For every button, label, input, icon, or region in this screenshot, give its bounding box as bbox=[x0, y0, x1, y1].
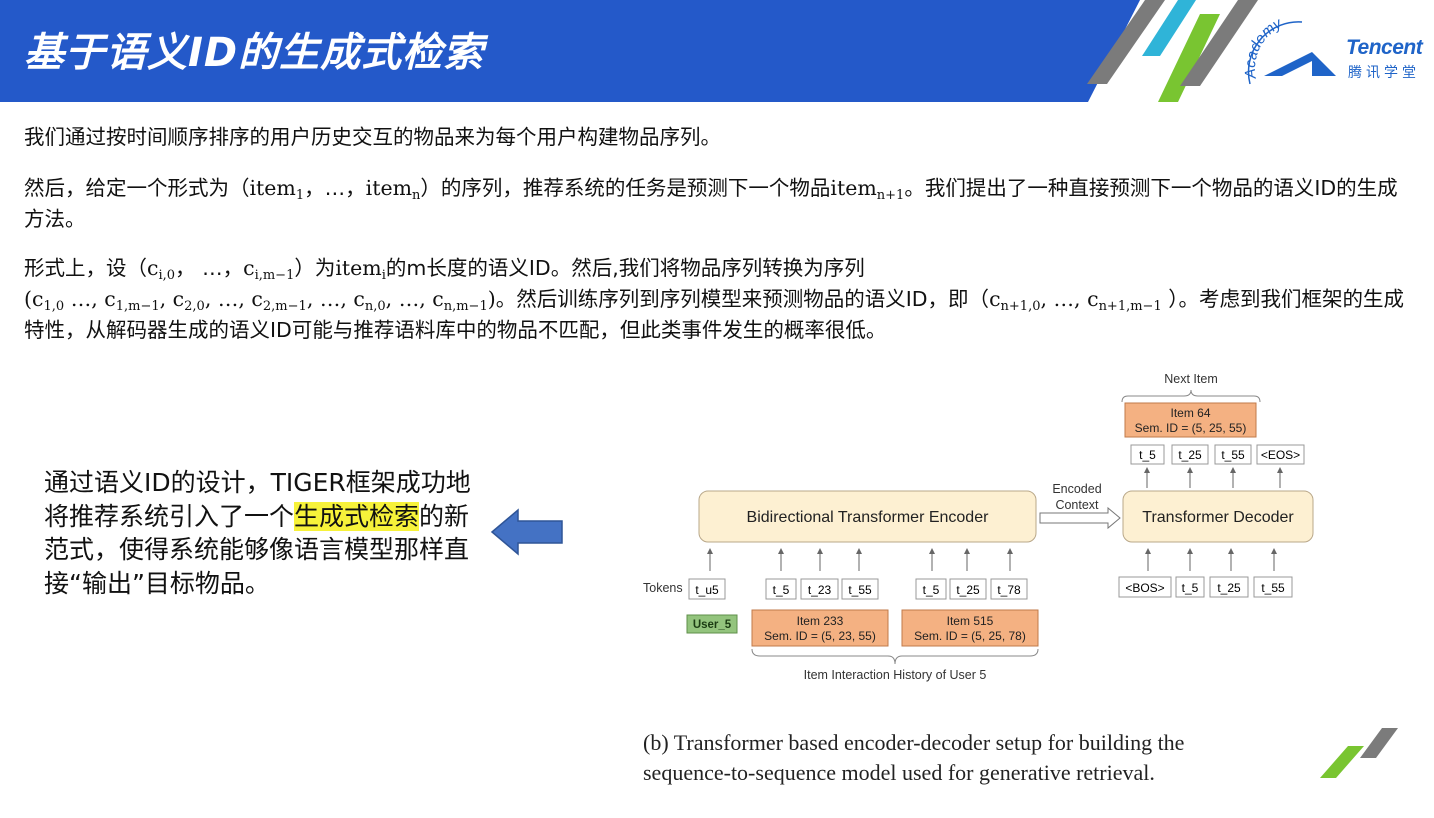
item2-title: Item 515 bbox=[947, 614, 994, 628]
item1-semid: Sem. ID = (5, 23, 55) bbox=[764, 629, 876, 643]
item2-box bbox=[901, 609, 1039, 647]
encoder-label: Bidirectional Transformer Encoder bbox=[747, 509, 990, 526]
output-token-3: t_55 bbox=[1221, 448, 1245, 462]
slide-title: 基于语义ID的生成式检索 bbox=[24, 30, 485, 76]
caption-line-1: (b) Transformer based encoder-decoder se… bbox=[643, 730, 1185, 755]
user-token: t_u5 bbox=[695, 583, 719, 597]
logo-word: Tencent bbox=[1346, 36, 1423, 59]
left-arrow-icon bbox=[490, 508, 563, 556]
next-item-label: Next Item bbox=[1164, 372, 1218, 386]
figure-caption: (b) Transformer based encoder-decoder se… bbox=[643, 728, 1343, 788]
tokens-label: Tokens bbox=[643, 581, 683, 595]
item1-token-2: t_23 bbox=[808, 583, 832, 597]
item2-token-2: t_25 bbox=[956, 583, 980, 597]
summary-text: 通过语义ID的设计，TIGER框架成功地将推荐系统引入了一个生成式检索的新范式，… bbox=[44, 468, 471, 598]
stripe-gray-2 bbox=[1180, 0, 1258, 86]
paragraph-1: 我们通过按时间顺序排序的用户历史交互的物品来为每个用户构建物品序列。 bbox=[24, 125, 721, 149]
output-token-2: t_25 bbox=[1178, 448, 1202, 462]
encoded-context-line2: Context bbox=[1055, 498, 1099, 512]
caption-line-2: sequence-to-sequence model used for gene… bbox=[643, 760, 1155, 785]
next-item-semid: Sem. ID = (5, 25, 55) bbox=[1135, 421, 1247, 435]
item1-token-3: t_55 bbox=[848, 583, 872, 597]
history-label: Item Interaction History of User 5 bbox=[804, 668, 987, 682]
item1-title: Item 233 bbox=[797, 614, 844, 628]
tencent-academy-logo: Academy Tencent 腾讯学堂 bbox=[1242, 14, 1434, 94]
item2-token-1: t_5 bbox=[923, 583, 940, 597]
item1-box bbox=[751, 609, 889, 647]
encoder-box bbox=[698, 490, 1037, 543]
decoder-input-1: <BOS> bbox=[1125, 581, 1164, 595]
user-label: User_5 bbox=[693, 619, 732, 631]
encoded-context-arrow bbox=[1039, 506, 1121, 530]
item2-semid: Sem. ID = (5, 25, 78) bbox=[914, 629, 1026, 643]
output-token-1: t_5 bbox=[1139, 448, 1156, 462]
paragraph-2: 然后，给定一个形式为（item1，…，itemn）的序列，推荐系统的任务是预测下… bbox=[24, 176, 1398, 231]
output-token-4: <EOS> bbox=[1261, 448, 1300, 462]
encoder-decoder-diagram: Next Item Item 64 Sem. ID = (5, 25, 55) … bbox=[643, 372, 1314, 682]
output-tokens: t_5 t_25 t_55 <EOS> bbox=[1130, 444, 1305, 465]
stripe-cyan bbox=[1142, 0, 1196, 56]
highlight-generative-retrieval: 生成式检索 bbox=[294, 501, 420, 531]
logo-chinese: 腾讯学堂 bbox=[1348, 65, 1420, 81]
encoded-context-line1: Encoded bbox=[1052, 482, 1101, 496]
item1-token-1: t_5 bbox=[773, 583, 790, 597]
header-band bbox=[0, 0, 1258, 102]
academy-arc-icon: Academy bbox=[1242, 14, 1336, 85]
next-item-title: Item 64 bbox=[1170, 406, 1210, 420]
next-item-box bbox=[1124, 402, 1257, 438]
decoder-input-2: t_5 bbox=[1182, 581, 1199, 595]
decoder-input-4: t_55 bbox=[1261, 581, 1285, 595]
user-label-box bbox=[686, 614, 738, 634]
decoder-input-3: t_25 bbox=[1217, 581, 1241, 595]
decoder-label: Transformer Decoder bbox=[1142, 509, 1294, 526]
paragraph-3: 形式上，设（ci,0， …，ci,m−1）为itemi的m长度的语义ID。然后,… bbox=[24, 256, 1404, 342]
stripe-green bbox=[1158, 14, 1220, 102]
item2-token-3: t_78 bbox=[997, 583, 1021, 597]
decoder-box bbox=[1122, 490, 1314, 543]
stripe-gray-1 bbox=[1087, 0, 1165, 84]
bottom-stripes-decoration bbox=[1320, 728, 1398, 778]
